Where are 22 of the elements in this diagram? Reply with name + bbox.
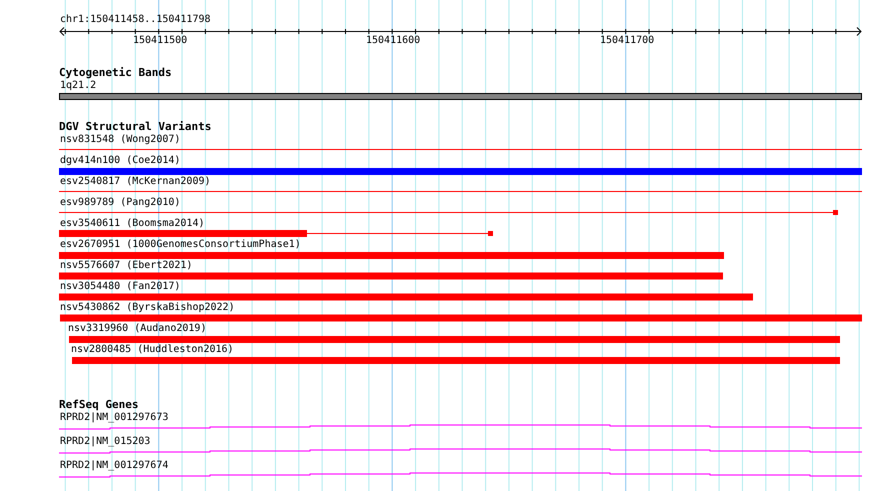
- track-title: Cytogenetic Bands: [59, 67, 172, 79]
- feature-label: nsv831548 (Wong2007): [60, 134, 180, 146]
- track-title: DGV Structural Variants: [59, 121, 212, 133]
- feature-label: nsv5430862 (ByrskaBishop2022): [60, 302, 235, 314]
- feature-label: nsv2800485 (Huddleston2016): [71, 344, 234, 356]
- feature-label: nsv3319960 (Audano2019): [68, 323, 206, 335]
- feature-label: nsv3054480 (Fan2017): [60, 281, 180, 293]
- gene-label: RPRD2|NM_015203: [60, 436, 150, 448]
- band-label: 1q21.2: [60, 80, 96, 92]
- tick-label: 150411500: [133, 35, 188, 47]
- feature-label: esv3540611 (Boomsma2014): [60, 218, 204, 230]
- feature-label: esv989789 (Pang2010): [60, 197, 180, 209]
- gene-label: RPRD2|NM_001297673: [60, 412, 168, 424]
- feature-label: esv2670951 (1000GenomesConsortiumPhase1): [60, 239, 301, 251]
- feature-label: nsv5576607 (Ebert2021): [60, 260, 192, 272]
- feature-label: esv2540817 (McKernan2009): [60, 176, 211, 188]
- tick-label: 150411700: [600, 35, 654, 47]
- gene-label: RPRD2|NM_001297674: [60, 460, 168, 472]
- coordinate-label: chr1:150411458..150411798: [60, 14, 211, 26]
- tick-label: 150411600: [366, 35, 420, 47]
- feature-label: dgv414n100 (Coe2014): [60, 155, 180, 167]
- track-title: RefSeq Genes: [59, 399, 138, 411]
